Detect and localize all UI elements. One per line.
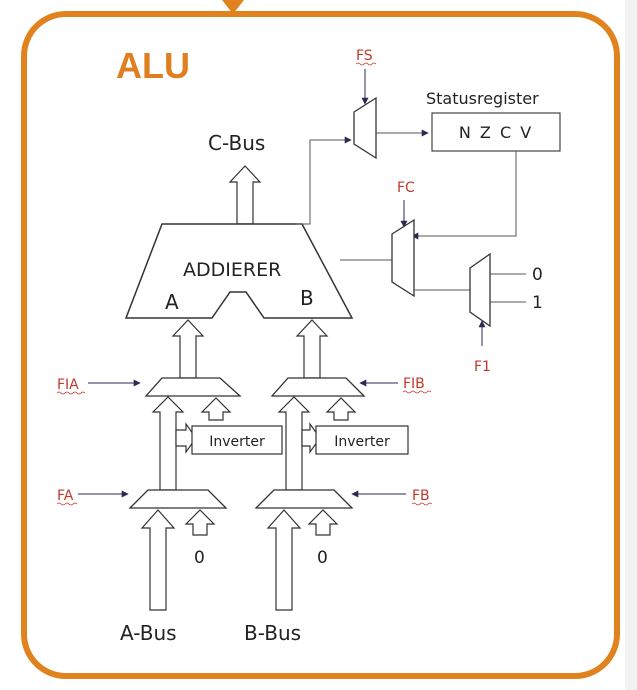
c-bus-label: C-Bus: [208, 131, 265, 155]
adder-to-fs-mux-line: [296, 136, 352, 225]
f1-multiplexer: [469, 252, 491, 328]
inverter-left: [191, 425, 283, 455]
fia-to-adder-a-arrow: [171, 319, 205, 379]
carry-in-1-label: 1: [532, 293, 543, 313]
status-register: [431, 112, 561, 152]
fb-multiplexer: [254, 489, 354, 509]
inverter-left-label: Inverter: [209, 434, 265, 450]
fa-zero-input-arrow: [184, 509, 216, 536]
a-branch-to-inverter: [175, 422, 197, 454]
b-bus-label: B-Bus: [244, 621, 301, 645]
adder-label: ADDIERER: [183, 259, 281, 281]
inverter-right: [315, 425, 409, 455]
fib-signal-label: FIB: [403, 376, 425, 392]
adder-input-a-label: A: [165, 290, 179, 314]
fib-multiplexer: [270, 377, 366, 397]
fs-signal-label: FS: [356, 48, 373, 64]
page-side-strip: [625, 0, 637, 690]
c-bus-output-arrow: [228, 165, 262, 225]
status-to-fc-mux-line: [411, 151, 517, 240]
carry-in-0-label: 0: [532, 265, 543, 285]
fia-multiplexer: [144, 377, 242, 397]
fia-inverted-input-arrow: [200, 397, 232, 421]
adder-input-b-label: B: [300, 286, 314, 310]
b-path-fb-to-fib-arrow: [277, 396, 311, 491]
fc-signal-label: FC: [397, 180, 415, 196]
status-register-caption: Statusregister: [426, 89, 539, 108]
fs-multiplexer: [353, 96, 377, 160]
fb-signal-label: FB: [412, 488, 430, 504]
fc-multiplexer: [391, 218, 415, 298]
fb-squiggle: [411, 502, 433, 506]
fia-squiggle: [56, 391, 86, 395]
fs-squiggle: [355, 62, 377, 66]
a-bus-label: A-Bus: [120, 621, 177, 645]
fib-squiggle: [402, 390, 432, 394]
a-bus-input-arrow: [140, 509, 176, 611]
alu-title: ALU: [116, 45, 190, 86]
zero-right-label: 0: [317, 548, 328, 568]
frame-top-arrow: [222, 0, 244, 14]
b-bus-input-arrow: [266, 509, 302, 611]
status-flags-label: N Z C V: [459, 123, 533, 142]
fib-to-adder-b-arrow: [295, 319, 329, 379]
fa-multiplexer: [128, 489, 228, 509]
b-branch-to-inverter: [301, 422, 321, 454]
fb-zero-input-arrow: [307, 509, 339, 536]
fa-squiggle: [56, 502, 78, 506]
f1-signal-label: F1: [474, 359, 491, 375]
fa-signal-label: FA: [57, 488, 74, 504]
inverter-right-label: Inverter: [334, 434, 390, 450]
fib-inverted-input-arrow: [325, 397, 357, 421]
a-path-fa-to-fia-arrow: [151, 396, 185, 491]
zero-left-label: 0: [194, 548, 205, 568]
fia-signal-label: FIA: [57, 377, 79, 393]
adder-unit: [124, 223, 354, 319]
